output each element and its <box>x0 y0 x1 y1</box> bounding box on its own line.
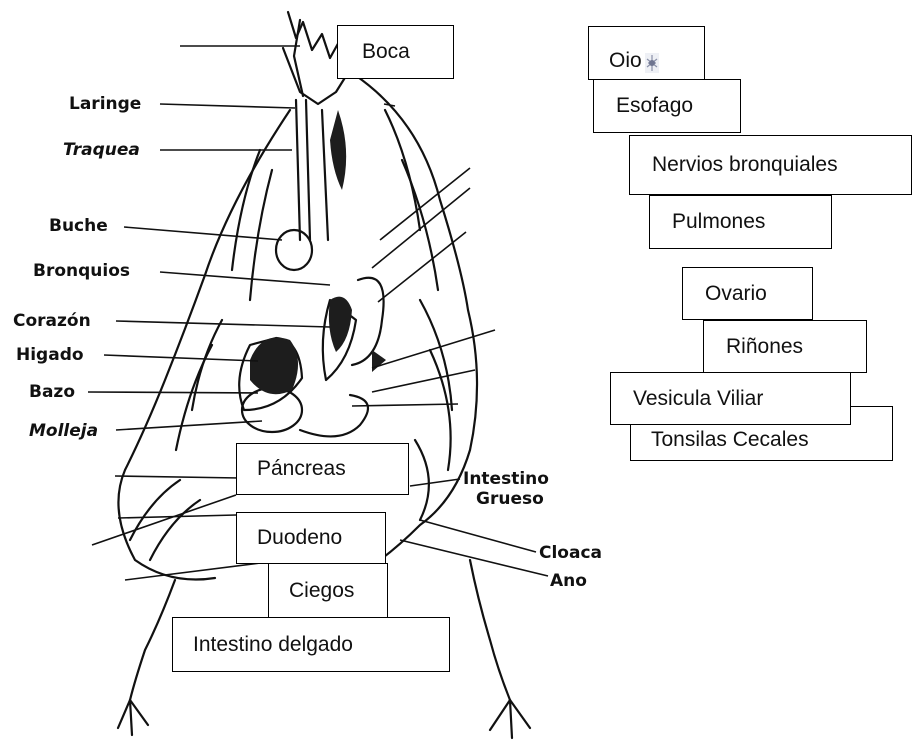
label-cloaca: Cloaca <box>539 545 602 562</box>
label-ano: Ano <box>550 573 587 590</box>
label-intestino: Intestino <box>463 471 549 488</box>
box-oio: Oio <box>588 26 705 80</box>
label-higado: Higado <box>16 347 84 364</box>
box-pulmones: Pulmones <box>649 195 832 249</box>
label-buche: Buche <box>49 218 108 235</box>
box-pulmones-text: Pulmones <box>672 210 765 234</box>
box-ciegos-text: Ciegos <box>289 579 354 603</box>
box-boca: Boca <box>337 25 454 79</box>
box-oio-text: Oio <box>609 49 642 73</box>
label-molleja: Molleja <box>29 423 98 440</box>
box-pancreas: Páncreas <box>236 443 409 495</box>
label-bazo: Bazo <box>29 384 75 401</box>
box-duodeno-text: Duodeno <box>257 526 342 550</box>
box-rinones-text: Riñones <box>726 335 803 359</box>
label-bronquios: Bronquios <box>33 263 130 280</box>
box-nervios-text: Nervios bronquiales <box>652 153 838 177</box>
box-intestino-delgado: Intestino delgado <box>172 617 450 672</box>
box-intestino-delgado-text: Intestino delgado <box>193 633 353 657</box>
eye-thumbnail-icon <box>645 53 659 73</box>
box-nervios-bronquiales: Nervios bronquiales <box>629 135 912 195</box>
label-traquea: Traquea <box>63 142 140 159</box>
box-duodeno: Duodeno <box>236 512 386 564</box>
box-esofago: Esofago <box>593 79 741 133</box>
box-rinones: Riñones <box>703 320 867 373</box>
box-vesicula-viliar: Vesicula Viliar <box>610 372 851 425</box>
box-ciegos: Ciegos <box>268 563 388 618</box>
box-esofago-text: Esofago <box>616 94 693 118</box>
label-laringe: Laringe <box>69 96 141 113</box>
box-boca-text: Boca <box>362 40 410 64</box>
label-grueso: Grueso <box>476 491 544 508</box>
label-corazon: Corazón <box>13 313 91 330</box>
box-ovario: Ovario <box>682 267 813 320</box>
box-vesicula-text: Vesicula Viliar <box>633 387 763 411</box>
box-pancreas-text: Páncreas <box>257 457 346 481</box>
box-tonsilas-text: Tonsilas Cecales <box>651 428 809 452</box>
box-ovario-text: Ovario <box>705 282 767 306</box>
